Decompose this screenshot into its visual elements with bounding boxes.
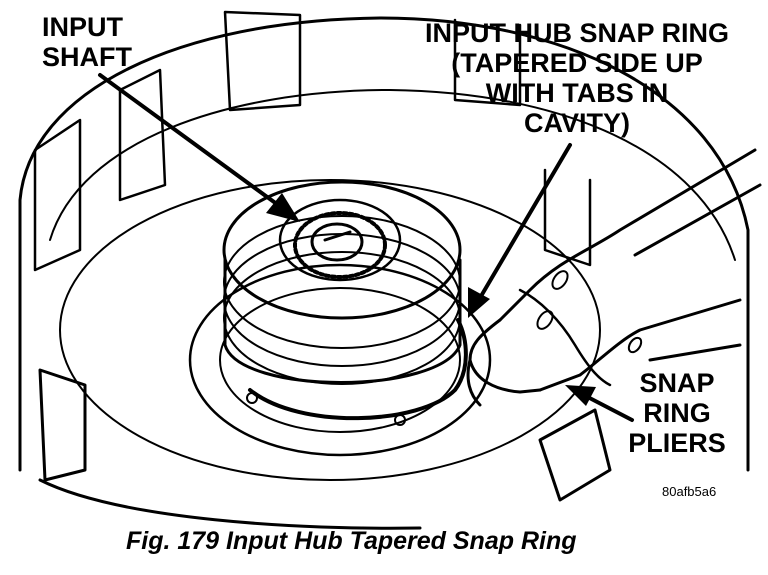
label-snap-ring-line-3: WITH TABS IN bbox=[485, 78, 669, 108]
pliers-pivot-plate bbox=[518, 288, 612, 387]
pliers-pivot-hole-2 bbox=[551, 270, 569, 290]
figure-code: 80afb5a6 bbox=[662, 484, 717, 499]
floor-ring-middle bbox=[188, 263, 492, 457]
housing-tab-lower-left bbox=[38, 368, 87, 482]
input-shaft-bore bbox=[310, 222, 364, 262]
input-shaft-slot bbox=[323, 230, 352, 242]
pliers-handle-upper-edge bbox=[633, 183, 762, 257]
figure-caption: Fig. 179 Input Hub Tapered Snap Ring bbox=[126, 527, 577, 555]
input-hub-body bbox=[223, 258, 462, 384]
pliers-pivot-hole-1 bbox=[536, 310, 554, 330]
snap-ring-tab-left bbox=[246, 392, 258, 404]
pliers-pivot-hole-3 bbox=[627, 336, 643, 354]
floor-ring-inner bbox=[219, 287, 461, 433]
input-shaft-spline bbox=[293, 211, 387, 279]
pliers-handle-upper bbox=[498, 148, 757, 322]
leader-pliers bbox=[565, 385, 634, 422]
floor-ring-outer bbox=[59, 179, 601, 481]
label-input-shaft-line-1: INPUT bbox=[42, 12, 123, 42]
housing-tab-right bbox=[453, 18, 522, 107]
label-input-shaft: INPUT SHAFT bbox=[42, 12, 132, 72]
label-snap-ring-line-4: CAVITY) bbox=[524, 108, 630, 138]
leader-input-shaft bbox=[98, 73, 300, 222]
pliers-handle-lower-edge bbox=[648, 343, 742, 362]
input-hub-ring-3 bbox=[223, 251, 461, 385]
snap-ring bbox=[248, 318, 468, 421]
pliers-tip bbox=[466, 358, 482, 407]
label-pliers-line-3: PLIERS bbox=[628, 428, 726, 458]
input-hub-top bbox=[222, 180, 462, 320]
housing-outer-wall bbox=[18, 16, 750, 472]
label-snap-ring: INPUT HUB SNAP RING (TAPERED SIDE UP WIT… bbox=[412, 18, 742, 138]
housing-tab-top bbox=[223, 10, 302, 112]
input-hub-ring-1 bbox=[223, 215, 461, 349]
label-pliers-line-1: SNAP bbox=[639, 368, 715, 398]
label-snap-ring-line-2: (TAPERED SIDE UP bbox=[451, 48, 703, 78]
input-shaft-collar bbox=[278, 198, 402, 282]
label-snap-ring-line-1: INPUT HUB SNAP RING bbox=[424, 18, 730, 48]
housing-tab-left bbox=[33, 118, 82, 272]
housing-tab-lower-right bbox=[538, 408, 612, 502]
leader-snap-ring bbox=[468, 143, 572, 318]
housing-rim bbox=[38, 478, 422, 530]
pliers-handle-lower bbox=[538, 298, 742, 392]
snap-ring-tab-right bbox=[394, 414, 406, 426]
housing-inner-wall bbox=[49, 89, 736, 261]
housing-tab-left-2 bbox=[118, 68, 167, 202]
label-pliers: SNAP RING PLIERS bbox=[622, 368, 732, 458]
label-input-shaft-line-2: SHAFT bbox=[42, 42, 132, 72]
label-pliers-line-2: RING bbox=[643, 398, 711, 428]
pliers-jaws bbox=[468, 318, 542, 394]
